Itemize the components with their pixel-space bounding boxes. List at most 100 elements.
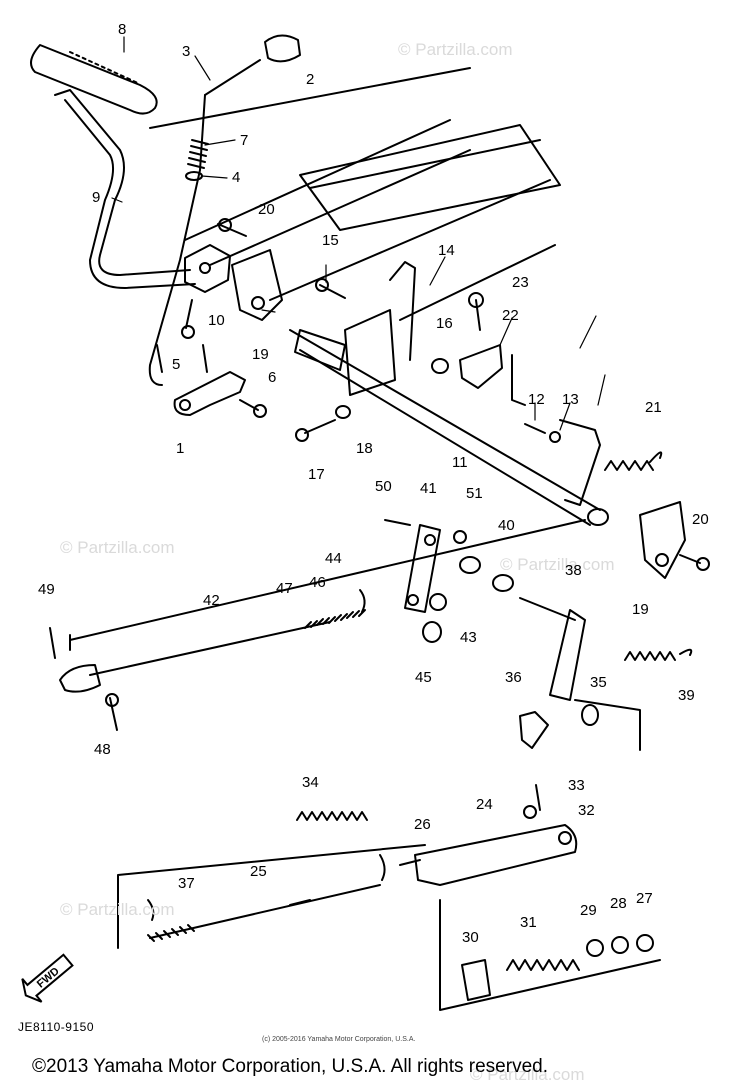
bushing-45 bbox=[422, 621, 442, 643]
callout-48: 48 bbox=[94, 741, 111, 758]
watermark: © Partzilla.com bbox=[60, 538, 175, 557]
callout-34: 34 bbox=[302, 774, 319, 791]
pin-30 bbox=[461, 959, 491, 1001]
callout-19b: 19 bbox=[632, 601, 649, 618]
parking-rod bbox=[148, 34, 301, 386]
shaft-end-cap bbox=[294, 329, 346, 371]
nut-18 bbox=[335, 405, 351, 419]
spring-31 bbox=[506, 959, 580, 971]
rod-25 bbox=[147, 884, 381, 942]
watermark: © Partzilla.com bbox=[60, 900, 175, 919]
bracket-line-22 bbox=[511, 354, 526, 406]
callout-5: 5 bbox=[172, 356, 181, 373]
callout-25: 25 bbox=[250, 863, 267, 880]
callout-17: 17 bbox=[308, 466, 325, 483]
watermark: © Partzilla.com bbox=[398, 40, 513, 59]
callout-9: 9 bbox=[92, 189, 101, 206]
clip-26 bbox=[379, 854, 386, 881]
watermark: © Partzilla.com bbox=[470, 1065, 585, 1084]
callout-4: 4 bbox=[232, 169, 241, 186]
guide-38 bbox=[574, 699, 641, 751]
coil-spring-7 bbox=[187, 139, 209, 169]
pin-35 bbox=[581, 704, 599, 726]
arm-41 bbox=[404, 524, 441, 613]
bolt-15 bbox=[315, 278, 346, 299]
callout-51: 51 bbox=[466, 485, 483, 502]
guide-42 bbox=[69, 519, 586, 651]
callout-6: 6 bbox=[268, 369, 277, 386]
fwd-arrow: FWD bbox=[21, 953, 74, 1003]
callout-19a: 19 bbox=[252, 346, 269, 363]
callout-37: 37 bbox=[178, 875, 195, 892]
pin-5b bbox=[202, 344, 208, 373]
nut-13 bbox=[549, 431, 561, 443]
callout-20b: 20 bbox=[692, 511, 709, 528]
part-code: JE8110-9150 bbox=[18, 1020, 94, 1034]
callout-49: 49 bbox=[38, 581, 55, 598]
callout-36: 36 bbox=[505, 669, 522, 686]
callout-2: 2 bbox=[306, 71, 315, 88]
callout-46: 46 bbox=[309, 574, 326, 591]
nut-27 bbox=[636, 934, 654, 952]
bolt-10 bbox=[181, 299, 195, 339]
bolt-17 bbox=[295, 419, 336, 442]
callout-3: 3 bbox=[182, 43, 191, 60]
callout-50: 50 bbox=[375, 478, 392, 495]
plate-19b bbox=[639, 501, 686, 579]
callout-13: 13 bbox=[562, 391, 579, 408]
callout-47: 47 bbox=[276, 580, 293, 597]
pin-49 bbox=[49, 627, 56, 659]
callout-18: 18 bbox=[356, 440, 373, 457]
bolt-23 bbox=[468, 292, 484, 331]
callout-15: 15 bbox=[322, 232, 339, 249]
callout-31: 31 bbox=[520, 914, 537, 931]
cross-shaft-11 bbox=[289, 261, 609, 526]
brake-pedal-arm bbox=[54, 89, 196, 289]
callout-32: 32 bbox=[578, 802, 595, 819]
washer-32 bbox=[523, 805, 537, 819]
callout-20a: 20 bbox=[258, 201, 275, 218]
bracket-24 bbox=[399, 824, 578, 886]
plate-19a bbox=[231, 249, 283, 321]
spring-34 bbox=[296, 811, 368, 821]
clip-44 bbox=[359, 589, 366, 613]
callout-39: 39 bbox=[678, 687, 695, 704]
copyright-notice: ©2013 Yamaha Motor Corporation, U.S.A. A… bbox=[32, 1056, 548, 1077]
callout-21: 21 bbox=[645, 399, 662, 416]
washer-51 bbox=[453, 530, 467, 544]
guide-lower bbox=[117, 844, 661, 1011]
callout-38: 38 bbox=[565, 562, 582, 579]
leader-lines bbox=[111, 36, 606, 431]
bolt-50 bbox=[384, 519, 411, 526]
callout-8: 8 bbox=[118, 21, 127, 38]
callout-29: 29 bbox=[580, 902, 597, 919]
arm-38 bbox=[519, 597, 586, 701]
nut-16 bbox=[431, 358, 449, 374]
bushing-40 bbox=[459, 556, 514, 592]
callout-26: 26 bbox=[414, 816, 431, 833]
callout-27: 27 bbox=[636, 890, 653, 907]
small-copyright: (c) 2005-2016 Yamaha Motor Corporation, … bbox=[262, 1036, 416, 1043]
callout-24: 24 bbox=[476, 796, 493, 813]
plate-22 bbox=[459, 344, 503, 389]
frame-rails bbox=[149, 67, 561, 321]
callout-10: 10 bbox=[208, 312, 225, 329]
bolt-12 bbox=[524, 423, 546, 434]
callout-28: 28 bbox=[610, 895, 627, 912]
callout-35: 35 bbox=[590, 674, 607, 691]
callout-41: 41 bbox=[420, 480, 437, 497]
callout-45: 45 bbox=[415, 669, 432, 686]
callout-1: 1 bbox=[176, 440, 185, 457]
nut-28 bbox=[611, 936, 629, 954]
bolt-20b bbox=[679, 554, 710, 571]
pedal-grip bbox=[30, 44, 158, 115]
callout-43: 43 bbox=[460, 629, 477, 646]
wing-nut-36 bbox=[519, 711, 549, 749]
callout-12: 12 bbox=[528, 391, 545, 408]
callout-42: 42 bbox=[203, 592, 220, 609]
bracket-block bbox=[184, 244, 231, 293]
bolt-48 bbox=[105, 693, 119, 731]
pin-43 bbox=[429, 593, 447, 611]
callout-7: 7 bbox=[240, 132, 249, 149]
